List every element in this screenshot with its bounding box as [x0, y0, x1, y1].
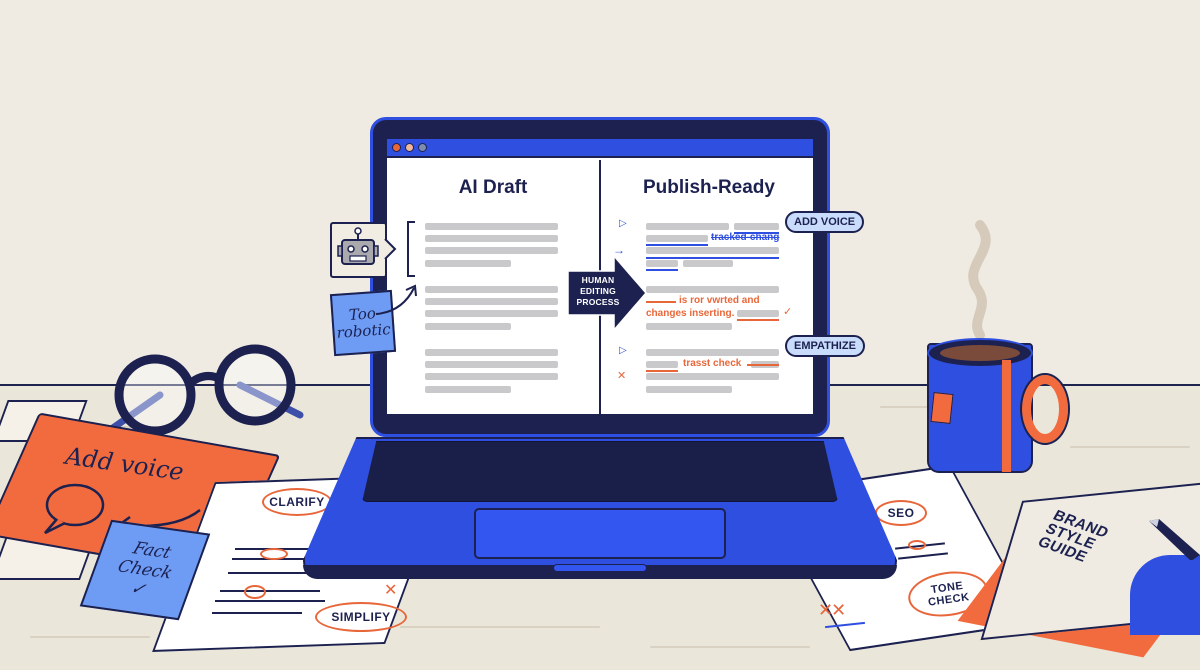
play-marker-icon: ▷ — [619, 218, 627, 229]
publish-ready-title: Publish-Ready — [643, 177, 775, 198]
checkmark-icon: ✓ — [783, 306, 793, 318]
laptop-keyboard — [362, 441, 838, 502]
tea-bag-tag — [930, 392, 954, 424]
arrow-marker-icon: → — [613, 243, 625, 257]
human-editing-process-label: HUMAN EDITING PROCESS — [576, 275, 620, 307]
book-cover-shape — [1130, 555, 1200, 635]
callout-add-voice: ADD VOICE — [785, 211, 865, 233]
annotation-circle — [244, 585, 266, 599]
laptop-base-edge — [303, 565, 897, 579]
cross-marker-icon: ✕ — [617, 370, 627, 382]
edit-insertion-text: changes inserting. — [646, 308, 735, 319]
laptop-trackpad[interactable] — [474, 508, 726, 559]
publish-ready-pane: Publish-Ready ▷ tracked-chang → is ror v… — [601, 160, 813, 414]
edit-insertion-text: is ror vwrted and — [679, 295, 760, 306]
pen-icon — [1149, 519, 1200, 560]
ai-draft-title: AI Draft — [458, 177, 528, 198]
annotation-seo: SEO — [875, 500, 927, 526]
steam-icon — [968, 220, 991, 340]
double-cross-icon: ✕✕ — [818, 600, 846, 620]
glasses-icon — [106, 344, 304, 436]
process-arrow-icon — [567, 254, 647, 332]
annotation-clarify: CLARIFY — [262, 488, 332, 516]
annotation-simplify: SIMPLIFY — [315, 602, 407, 632]
robot-icon — [337, 227, 379, 265]
window-minimize-dot[interactable] — [405, 143, 414, 152]
annotation-circle — [260, 548, 288, 560]
window-close-dot[interactable] — [392, 143, 401, 152]
laptop-notch — [553, 564, 647, 572]
cross-mark-icon: ✕ — [384, 582, 398, 599]
mug-stripe — [1002, 360, 1011, 472]
edit-insertion-text: trasst check — [683, 358, 742, 369]
annotation-circle — [908, 540, 926, 550]
curved-arrow-icon — [375, 284, 417, 315]
play-marker-icon: ▷ — [619, 345, 627, 356]
window-titlebar — [387, 139, 813, 158]
robot-card — [330, 222, 387, 278]
text-bracket — [407, 221, 415, 277]
window-maximize-dot[interactable] — [418, 143, 427, 152]
coffee — [940, 345, 1020, 361]
callout-empathize: EMPATHIZE — [785, 335, 865, 357]
tracked-change-text: tracked-chang — [711, 232, 780, 243]
card-pointer-icon — [384, 238, 397, 260]
mug-handle — [1020, 373, 1070, 445]
